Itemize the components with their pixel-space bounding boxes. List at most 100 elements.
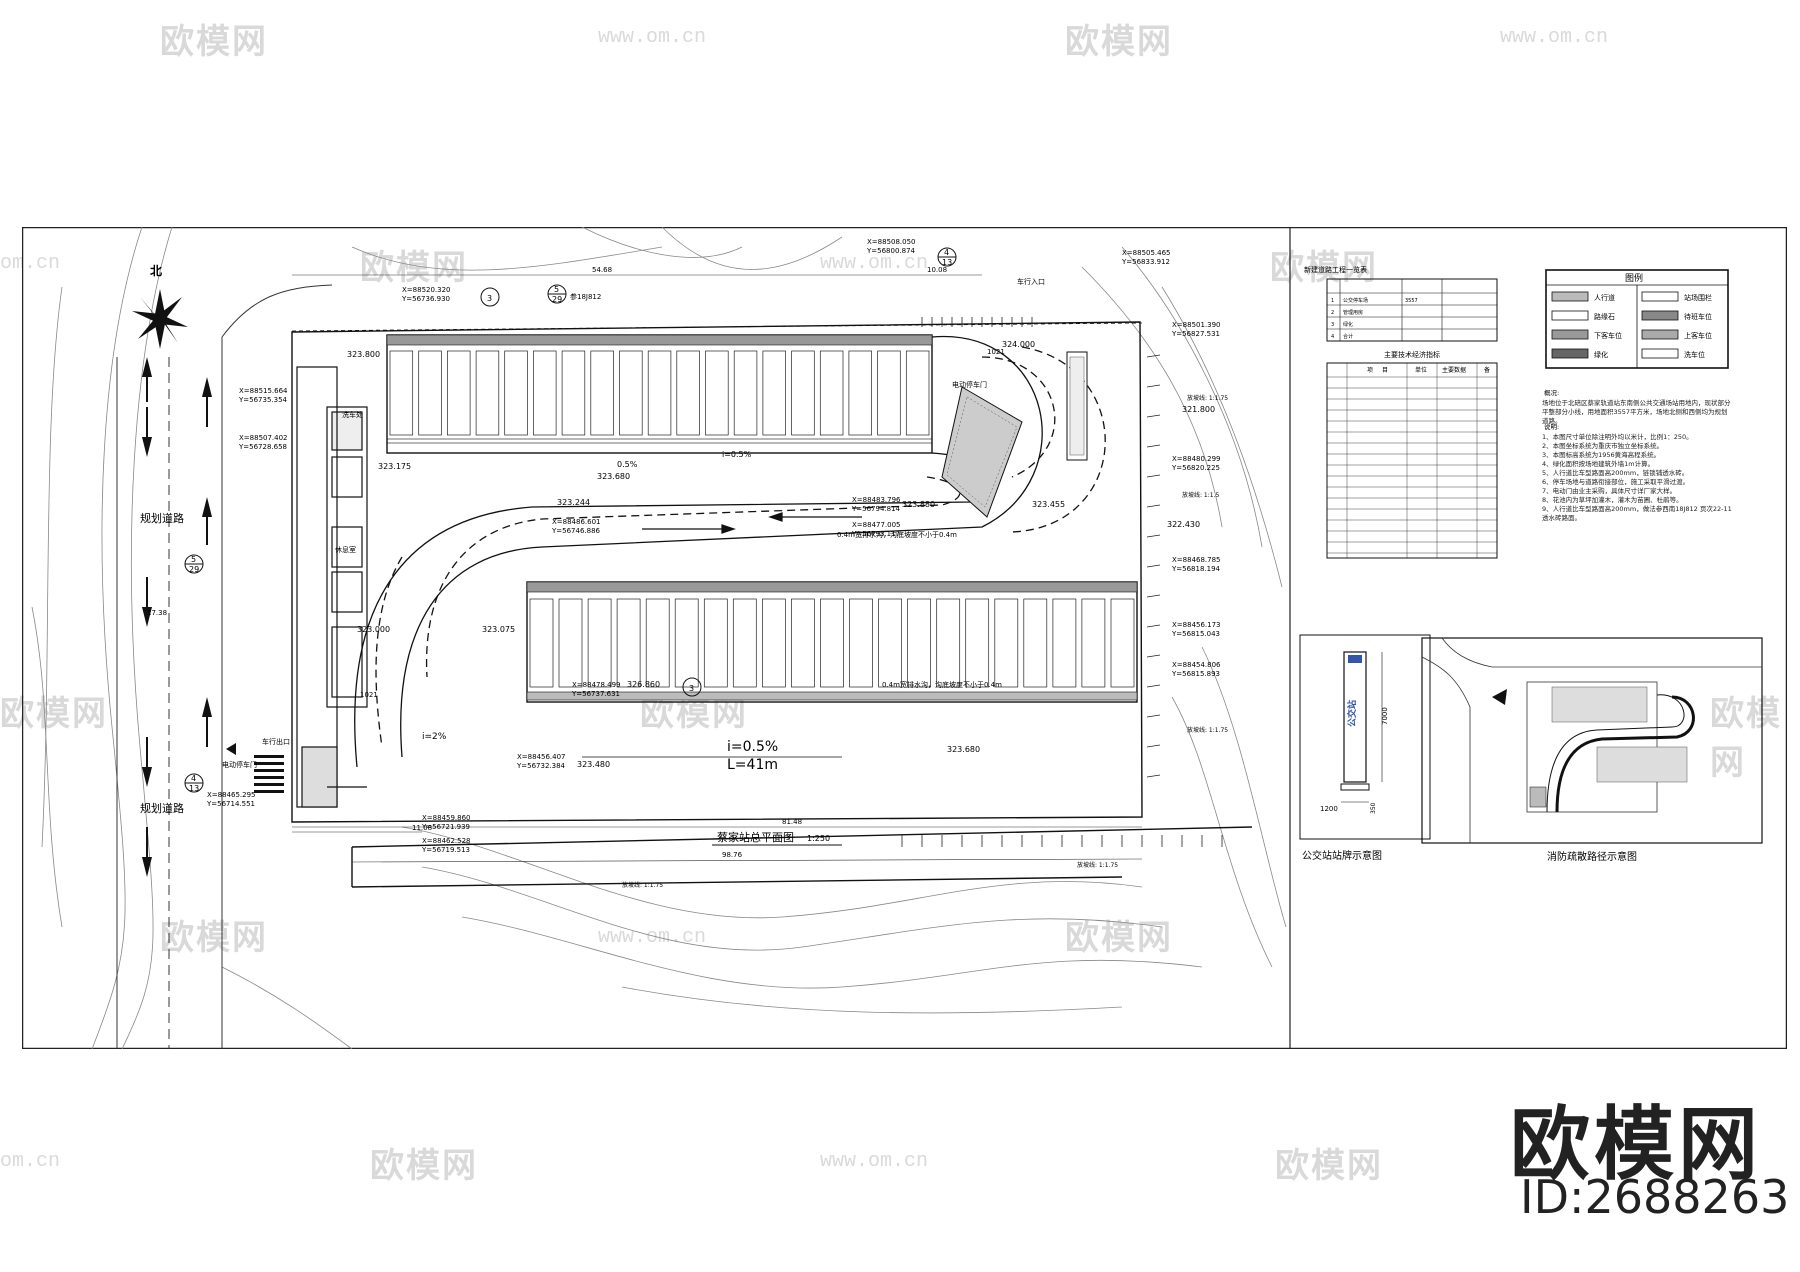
legend-label: 绿化 [1594,350,1608,359]
parking-bay [994,598,1019,688]
note-item: 7、电动门由业主采购，具体尺寸详厂家大样。 [1542,487,1677,495]
wash-label: 洗车处 [342,410,363,419]
note-item: 6、停车场地与道路衔接部位，施工采取平滑过渡。 [1542,478,1690,486]
watermark-url: www.om.cn [1500,26,1609,49]
note-item: 8、花池内为草坪加灌木，灌木为苗圃、杜鹃等。 [1542,496,1683,504]
svg-text:29: 29 [552,295,562,304]
notes-list: 1、本图尺寸单位除注明外均以米计，比例1：250。2、本图坐标系统为重庆市独立坐… [1542,433,1734,523]
svg-text:13: 13 [189,784,199,793]
svg-text:7000: 7000 [1381,707,1389,725]
dimension-label: 81.48 [782,818,802,826]
svg-text:X=88480.299: X=88480.299 [1172,455,1221,463]
watermark-brand: 欧模网 [160,919,268,957]
legend-swatch [1551,348,1589,359]
svg-text:323.244: 323.244 [557,498,590,507]
svg-text:新建道路工程一览表: 新建道路工程一览表 [1304,265,1367,274]
boarding-island [941,351,1088,518]
svg-text:Y=56827.531: Y=56827.531 [1171,330,1220,338]
parking-bay [762,598,786,688]
watermark-brand: 欧模网 [1710,695,1782,782]
parking-bay [504,350,528,436]
elevation-labels: 323.800 324.000 323.175 323.244 323.680 … [347,340,1215,769]
svg-text:X=88456.173: X=88456.173 [1172,621,1221,629]
parking-bay [936,598,961,688]
svg-text:电动停车门: 电动停车门 [952,380,987,389]
legend-label: 下客车位 [1594,331,1622,340]
slope-label: i=0.5% [722,450,752,459]
svg-text:Y=56736.930: Y=56736.930 [401,295,450,303]
drawing-frame [22,227,1787,1049]
svg-text:324.000: 324.000 [1002,340,1035,349]
management-buildings [296,366,368,808]
svg-text:323.480: 323.480 [577,760,610,769]
gradient-label: i=0.5% [727,739,778,755]
svg-text:目: 目 [1382,367,1388,374]
svg-text:Y=56732.384: Y=56732.384 [516,762,566,770]
svg-text:321.800: 321.800 [1182,405,1215,414]
legend-swatch [1551,329,1589,340]
model-id-label: ID:2688263 [1520,1170,1790,1224]
svg-text:Y=56728.658: Y=56728.658 [238,443,287,451]
watermark-url: www.om.cn [820,252,929,275]
parking-bay [647,350,672,436]
watermark-url: www.om.cn [598,926,707,949]
svg-text:322.430: 322.430 [1167,520,1200,529]
parking-bay [1110,598,1135,688]
watermark-brand: 欧模网 [1270,249,1378,287]
table-cell: 管理用房 [1343,309,1363,316]
svg-text:X=88483.796: X=88483.796 [852,496,901,504]
legend-swatch [1551,291,1589,302]
svg-text:323.455: 323.455 [1032,500,1065,509]
watermark-brand: 欧模网 [1065,23,1173,61]
svg-text:Y=56818.194: Y=56818.194 [1171,565,1221,573]
parking-bay [791,598,815,688]
svg-text:0.4m宽排水沟，沟底坡度不小于0.4m: 0.4m宽排水沟，沟底坡度不小于0.4m [882,680,1002,689]
svg-text:放坡线: 1:1.5: 放坡线: 1:1.5 [1182,491,1219,499]
svg-text:Y=56833.912: Y=56833.912 [1121,258,1170,266]
svg-text:323.880: 323.880 [902,500,935,509]
svg-text:X=88501.390: X=88501.390 [1172,321,1221,329]
legend-swatch [1641,291,1679,302]
svg-text:项: 项 [1367,367,1373,374]
svg-text:车行入口: 车行入口 [1017,277,1045,286]
legend-label: 路缘石 [1594,312,1615,321]
svg-text:公交站: 公交站 [1346,700,1358,727]
drawing-title: 蔡家站总平面图 [717,830,794,844]
table-cell: 绿化 [1343,321,1353,328]
road-direction-arrows [142,357,212,877]
table-cell: 3 [1331,322,1334,328]
svg-text:公交站站牌示意图: 公交站站牌示意图 [1302,849,1382,862]
exit-arrow-icon [226,743,236,755]
parking-bay [475,350,500,436]
notes-overview: 场地位于北碚区蔡家轨道站东南侧公共交通场站用地内，现状部分平整部分小线，用地面积… [1542,399,1731,425]
parking-bay [558,598,583,688]
rest-room-label: 休息室 [335,545,356,554]
legend-swatch [1641,329,1679,340]
table-cell: 3557 [1405,298,1418,304]
svg-text:Y=56800.874: Y=56800.874 [866,247,916,255]
legend-label: 待班车位 [1684,312,1712,321]
svg-text:X=88465.295: X=88465.295 [207,791,256,799]
parking-bay [389,350,414,436]
lower-parking-row [526,581,1138,703]
watermark-url: om.cn [0,252,61,275]
svg-text:1200: 1200 [1320,805,1338,813]
parking-bay [705,350,729,436]
svg-text:323.800: 323.800 [347,350,380,359]
svg-text:Y=56721.939: Y=56721.939 [421,823,470,831]
svg-text:3: 3 [689,684,694,693]
svg-text:消防疏散路径示意图: 消防疏散路径示意图 [1547,850,1637,863]
legend-label: 人行道 [1594,293,1615,302]
watermark-brand: 欧模网 [0,695,108,733]
svg-text:350: 350 [1370,802,1377,814]
dimension-label: 54.68 [592,266,612,274]
svg-text:参18J812: 参18J812 [570,292,601,301]
parking-bay [819,350,844,436]
parking-bay [1023,598,1048,688]
svg-text:326.860: 326.860 [627,680,660,689]
watermark-url: www.om.cn [598,26,707,49]
parking-bay [619,350,643,436]
svg-text:0.4m宽排水沟，沟底坡度不小于0.4m: 0.4m宽排水沟，沟底坡度不小于0.4m [837,530,957,539]
legend-swatch [1551,310,1589,321]
svg-text:Y=56820.225: Y=56820.225 [1171,464,1220,472]
